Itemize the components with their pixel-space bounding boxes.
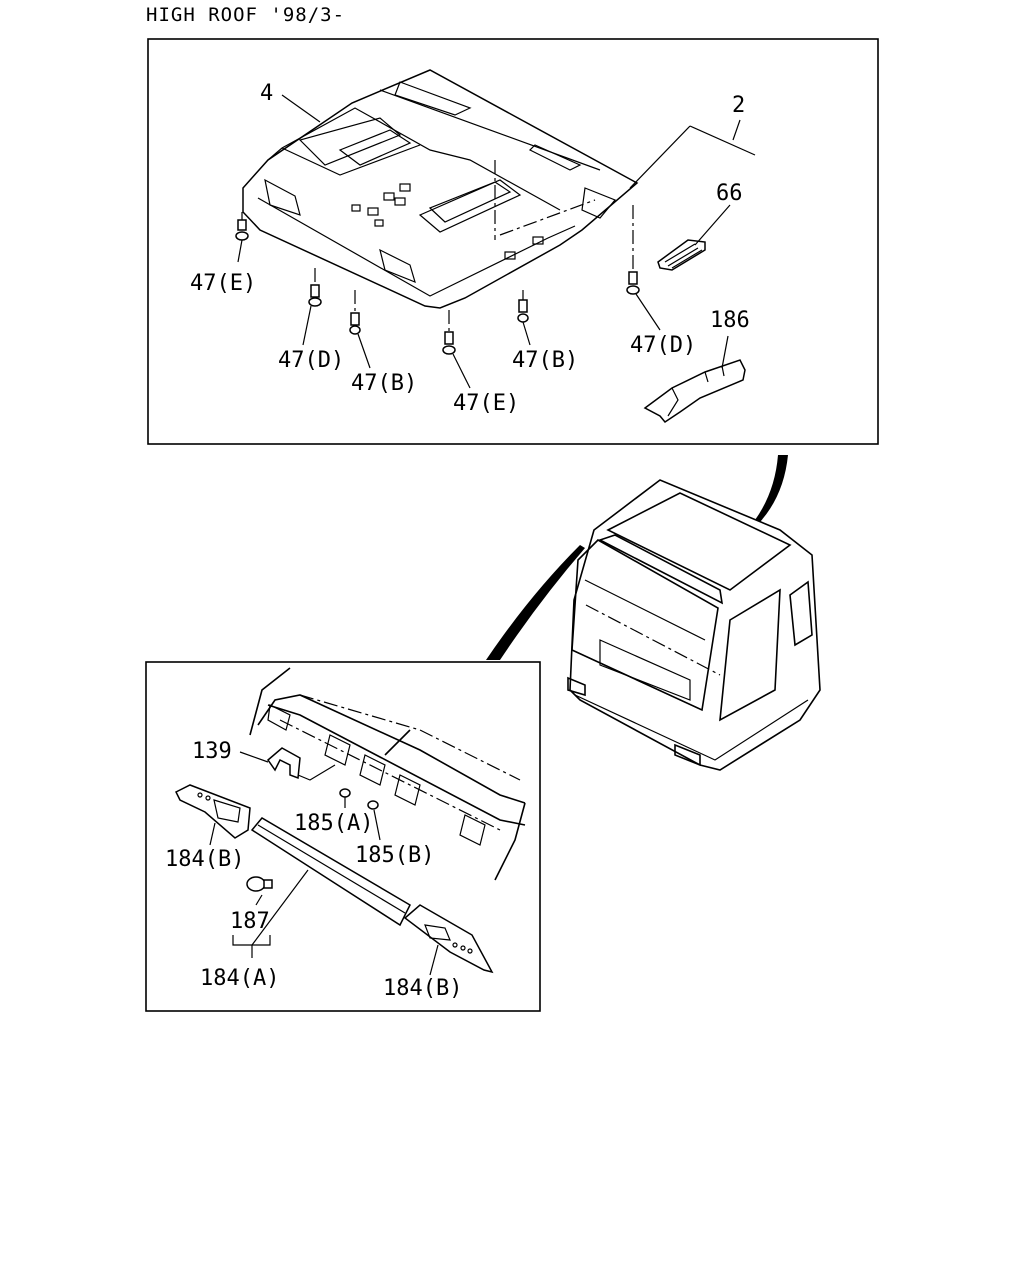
screw-fasteners — [235, 205, 640, 355]
callout-184b-right: 184(B) — [383, 976, 462, 1001]
truck-cab-overview — [486, 455, 821, 771]
callout-47e-mid: 47(E) — [453, 391, 519, 416]
trim-part-186 — [643, 359, 746, 423]
callout-47d-right: 47(D) — [630, 333, 696, 358]
end-cap-184b-left — [174, 784, 251, 839]
callout-184a: 184(A) — [200, 966, 279, 991]
page-title: HIGH ROOF '98/3- — [146, 4, 346, 26]
clip-187 — [246, 876, 273, 892]
grommet-185a — [339, 788, 351, 798]
grommet-185b — [367, 800, 379, 810]
callout-185a: 185(A) — [294, 811, 373, 836]
callout-187: 187 — [230, 909, 270, 934]
callout-66: 66 — [716, 181, 743, 206]
callout-47d-left: 47(D) — [278, 348, 344, 373]
callout-47b-left: 47(B) — [351, 371, 417, 396]
high-roof-panel — [242, 69, 639, 309]
roof-spoiler-184a — [250, 817, 411, 927]
roof-front-edge — [249, 667, 526, 881]
callout-184b-left: 184(B) — [165, 847, 244, 872]
bottom-leaders — [209, 751, 439, 976]
callout-4: 4 — [260, 81, 273, 106]
callout-2: 2 — [732, 93, 745, 118]
top-leaders — [237, 94, 756, 389]
roof-panel-frame — [147, 38, 879, 445]
callout-186: 186 — [710, 308, 750, 333]
bracket-139 — [266, 747, 301, 780]
roof-vent-66 — [657, 239, 706, 271]
callout-47b-right: 47(B) — [512, 348, 578, 373]
end-cap-184b-right — [403, 904, 494, 974]
callout-139: 139 — [192, 739, 232, 764]
spoiler-panel-frame — [145, 661, 541, 1012]
callout-47e-left: 47(E) — [190, 271, 256, 296]
callout-185b: 185(B) — [355, 843, 434, 868]
